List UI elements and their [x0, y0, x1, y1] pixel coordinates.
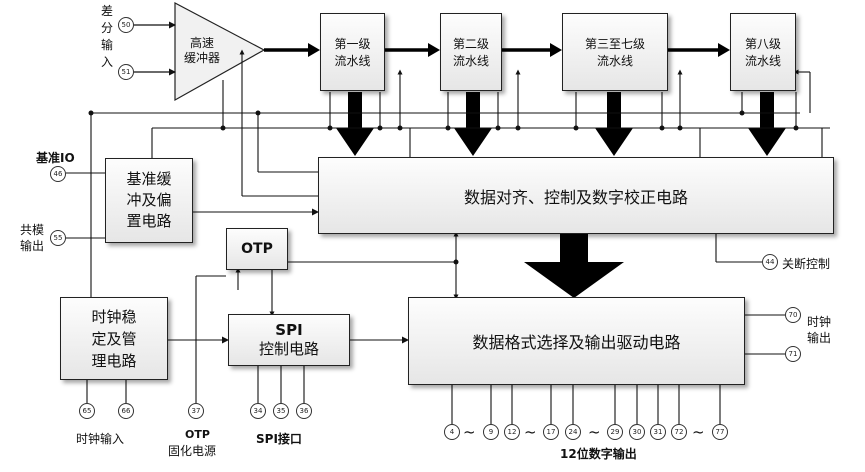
- otp-power-label-1: OTP: [185, 428, 210, 441]
- spi-control-block: SPI 控制电路: [228, 314, 350, 366]
- pin-d77: 77: [712, 424, 728, 440]
- pipeline-stage-2: 第二级 流水线: [440, 13, 502, 91]
- pin-clk-out-n: 71: [785, 346, 801, 362]
- pin-in-neg: 51: [118, 64, 134, 80]
- pin-d29: 29: [607, 424, 623, 440]
- stage-1-label: 第一级 流水线: [334, 37, 371, 68]
- digital-output-label: 12位数字输出: [560, 447, 637, 461]
- pin-shutdown: 44: [762, 254, 778, 270]
- clock-management-block: 时钟稳 定及管 理电路: [60, 297, 168, 380]
- spi-title: SPI: [275, 321, 303, 339]
- reference-buffer-label: 基准缓 冲及偏 置电路: [126, 170, 172, 230]
- range-tilde: ~: [692, 423, 705, 441]
- pipeline-stage-3-7: 第三至七级 流水线: [562, 13, 668, 91]
- stage-2-label: 第二级 流水线: [452, 37, 489, 68]
- pipeline-stage-1: 第一级 流水线: [320, 13, 385, 91]
- spi-subtitle: 控制电路: [258, 340, 319, 358]
- pin-d17: 17: [543, 424, 559, 440]
- otp-block: OTP: [226, 228, 288, 270]
- pin-in-pos: 50: [118, 17, 134, 33]
- common-mode-label: 共模 输出: [20, 223, 45, 253]
- pin-ref-io: 46: [50, 166, 66, 182]
- pin-spi-3: 36: [296, 403, 312, 419]
- clock-out-label: 时钟 输出: [807, 315, 832, 345]
- pin-d4: 4: [444, 424, 460, 440]
- diff-input-label: 差 分 输 入: [101, 4, 114, 69]
- pin-d30: 30: [629, 424, 645, 440]
- range-tilde: ~: [463, 423, 476, 441]
- pin-spi-1: 34: [250, 403, 266, 419]
- output-driver-label: 数据格式选择及输出驱动电路: [472, 333, 681, 352]
- output-driver-block: 数据格式选择及输出驱动电路: [408, 297, 745, 385]
- pipeline-stage-8: 第八级 流水线: [730, 13, 796, 91]
- stage-3-7-label: 第三至七级 流水线: [584, 37, 645, 68]
- otp-label: OTP: [241, 241, 273, 257]
- pin-d9: 9: [483, 424, 499, 440]
- main-data-arrow: [524, 233, 624, 298]
- range-tilde: ~: [588, 423, 601, 441]
- correction-block: 数据对齐、控制及数字校正电路: [318, 157, 834, 234]
- amplifier-triangle: [174, 2, 266, 102]
- pin-d24: 24: [565, 424, 581, 440]
- pin-clk-in-n: 66: [118, 403, 134, 419]
- pin-otp: 37: [188, 403, 204, 419]
- range-tilde: ~: [524, 423, 537, 441]
- pin-d12: 12: [504, 424, 520, 440]
- reference-buffer-block: 基准缓 冲及偏 置电路: [105, 158, 193, 243]
- shutdown-label: 关断控制: [782, 257, 831, 271]
- clock-in-label: 时钟输入: [76, 432, 125, 446]
- pin-clk-out-p: 70: [785, 307, 801, 323]
- pin-clk-in-p: 65: [79, 403, 95, 419]
- amplifier-label: 高速 缓冲器: [184, 36, 221, 65]
- pin-spi-2: 35: [273, 403, 289, 419]
- pin-d31: 31: [650, 424, 666, 440]
- pin-cm-out: 55: [50, 230, 66, 246]
- ref-io-label: 基准IO: [36, 151, 75, 165]
- stage-8-label: 第八级 流水线: [744, 37, 781, 68]
- otp-power-label-2: 固化电源: [168, 444, 217, 458]
- pin-d72: 72: [671, 424, 687, 440]
- correction-label: 数据对齐、控制及数字校正电路: [463, 187, 688, 207]
- clock-management-label: 时钟稳 定及管 理电路: [91, 307, 137, 370]
- spi-port-label: SPI接口: [256, 432, 302, 446]
